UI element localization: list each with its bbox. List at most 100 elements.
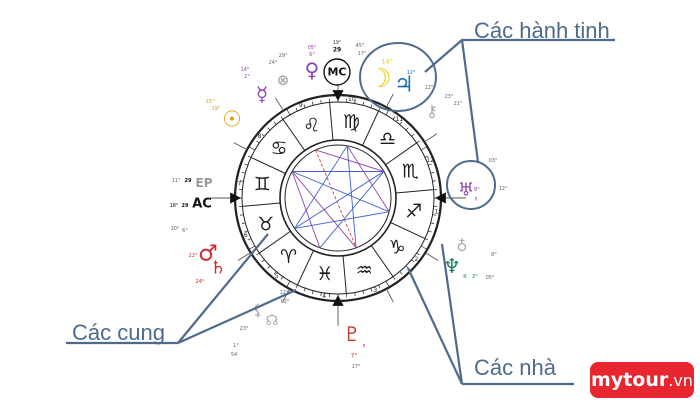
degree-label: 14° [382,59,393,66]
degree-tick [267,127,271,131]
degree-tick [256,252,260,256]
house-number-2: 2 [414,256,418,263]
mars-icon: ♂ [198,242,218,267]
mytour-logo[interactable]: mytour.vn [590,362,694,398]
ac-axis-arrow [230,192,241,204]
house-number-9: 9 [299,102,303,109]
degree-tick [430,222,435,225]
degree-label: 14° [241,67,250,73]
degree-label: 17° [358,51,367,57]
house-number-4: 4 [322,293,326,300]
degree-tick [286,280,291,288]
degree-label: R [463,274,467,280]
pluto-icon: ♇ [343,322,361,346]
degree-label: 6° [182,228,188,234]
degree-tick [428,163,432,166]
degree-tick [392,276,396,280]
degree-label: 18° [170,203,179,209]
house-number-3: 3 [373,287,377,294]
sun-icon: ☉ [222,108,242,133]
degree-label: 12° [425,85,434,91]
planets-callout-label: Các hành tinh [474,18,610,43]
degree-label: 54 [231,352,237,358]
degree-label: 29 [333,47,341,54]
degree-label: 19° [333,40,342,46]
degree-tick [241,171,246,174]
sign-divider [362,110,380,146]
degree-tick [280,116,284,120]
degree-tick [286,108,291,116]
degree-tick [420,245,428,250]
degree-tick [311,101,314,106]
inner-house-ring [284,144,392,252]
degree-label: 29° [279,53,288,59]
degree-label: 1° [233,343,239,349]
dc-axis-arrow [435,192,446,204]
degree-tick [303,288,306,292]
cancer-icon: ♋ [270,138,287,160]
jupiter-icon: ♃ [394,73,414,98]
degree-tick [273,271,277,275]
aspect-line [294,211,390,229]
house-cusp-line [385,93,394,108]
sign-divider [370,245,394,277]
houses-pointer-line [407,267,463,385]
signs-pointer-line [177,288,297,345]
sign-divider [342,255,347,294]
moon-icon: ☽ [368,64,391,94]
ac-label: AC [192,197,212,212]
aspect-line [294,145,348,229]
saturn-icon: ♄ [210,258,226,279]
degree-tick [295,107,298,112]
aquarius-icon: ♒ [356,259,373,281]
aspect-line [291,171,357,249]
aspect-line [315,149,357,248]
degree-tick [370,104,373,108]
degree-label: 11° [172,178,181,184]
part-of-fortune-icon: ⊗ [277,71,290,89]
degree-label: R [475,197,478,202]
degree-tick [354,99,356,104]
house-cusp-line [233,142,248,151]
degree-tick [385,280,390,288]
planets-pointer-line [424,38,615,73]
outer-tick-ring [241,101,435,295]
degree-label: 24° [196,279,205,285]
degree-tick [378,107,381,112]
degree-tick [241,222,246,225]
scorpio-icon: ♏ [402,161,419,183]
degree-label: 21° [454,101,463,107]
degree-label: 03° [489,158,498,164]
house-cusp-line [385,288,394,303]
ic-axis-arrow [332,295,344,306]
degree-label: 12° [280,290,289,296]
uranus-icon: ♅ [458,180,474,201]
degree-label: 05° [486,275,495,281]
house-number-1: 1 [435,208,439,215]
aries-icon: ♈ [280,246,297,268]
degree-tick [239,180,244,182]
degree-tick [247,155,252,158]
degree-label: 2° [472,274,478,280]
aspect-line [346,145,390,212]
sign-divider [395,189,434,194]
degree-tick [405,265,409,269]
earth-icon: ♁ [457,237,468,255]
degree-tick [244,230,248,233]
degree-label: 22° [189,253,198,259]
degree-label: 24° [269,60,278,66]
degree-tick [392,116,396,120]
degree-tick [320,292,322,297]
house-number-5: 5 [275,273,279,280]
degree-tick [273,121,277,125]
leo-icon: ♌ [303,115,320,137]
degree-label: 45° [356,43,365,49]
inner-zodiac-ring [279,139,397,257]
signs-callout-label: Các cung [72,320,165,345]
sign-divider [385,142,417,166]
degree-label: 02° [281,299,290,305]
aspect-line [291,171,321,248]
pisces-icon: ♓ [316,263,333,285]
sign-divider [242,202,281,207]
degree-tick [311,290,314,295]
